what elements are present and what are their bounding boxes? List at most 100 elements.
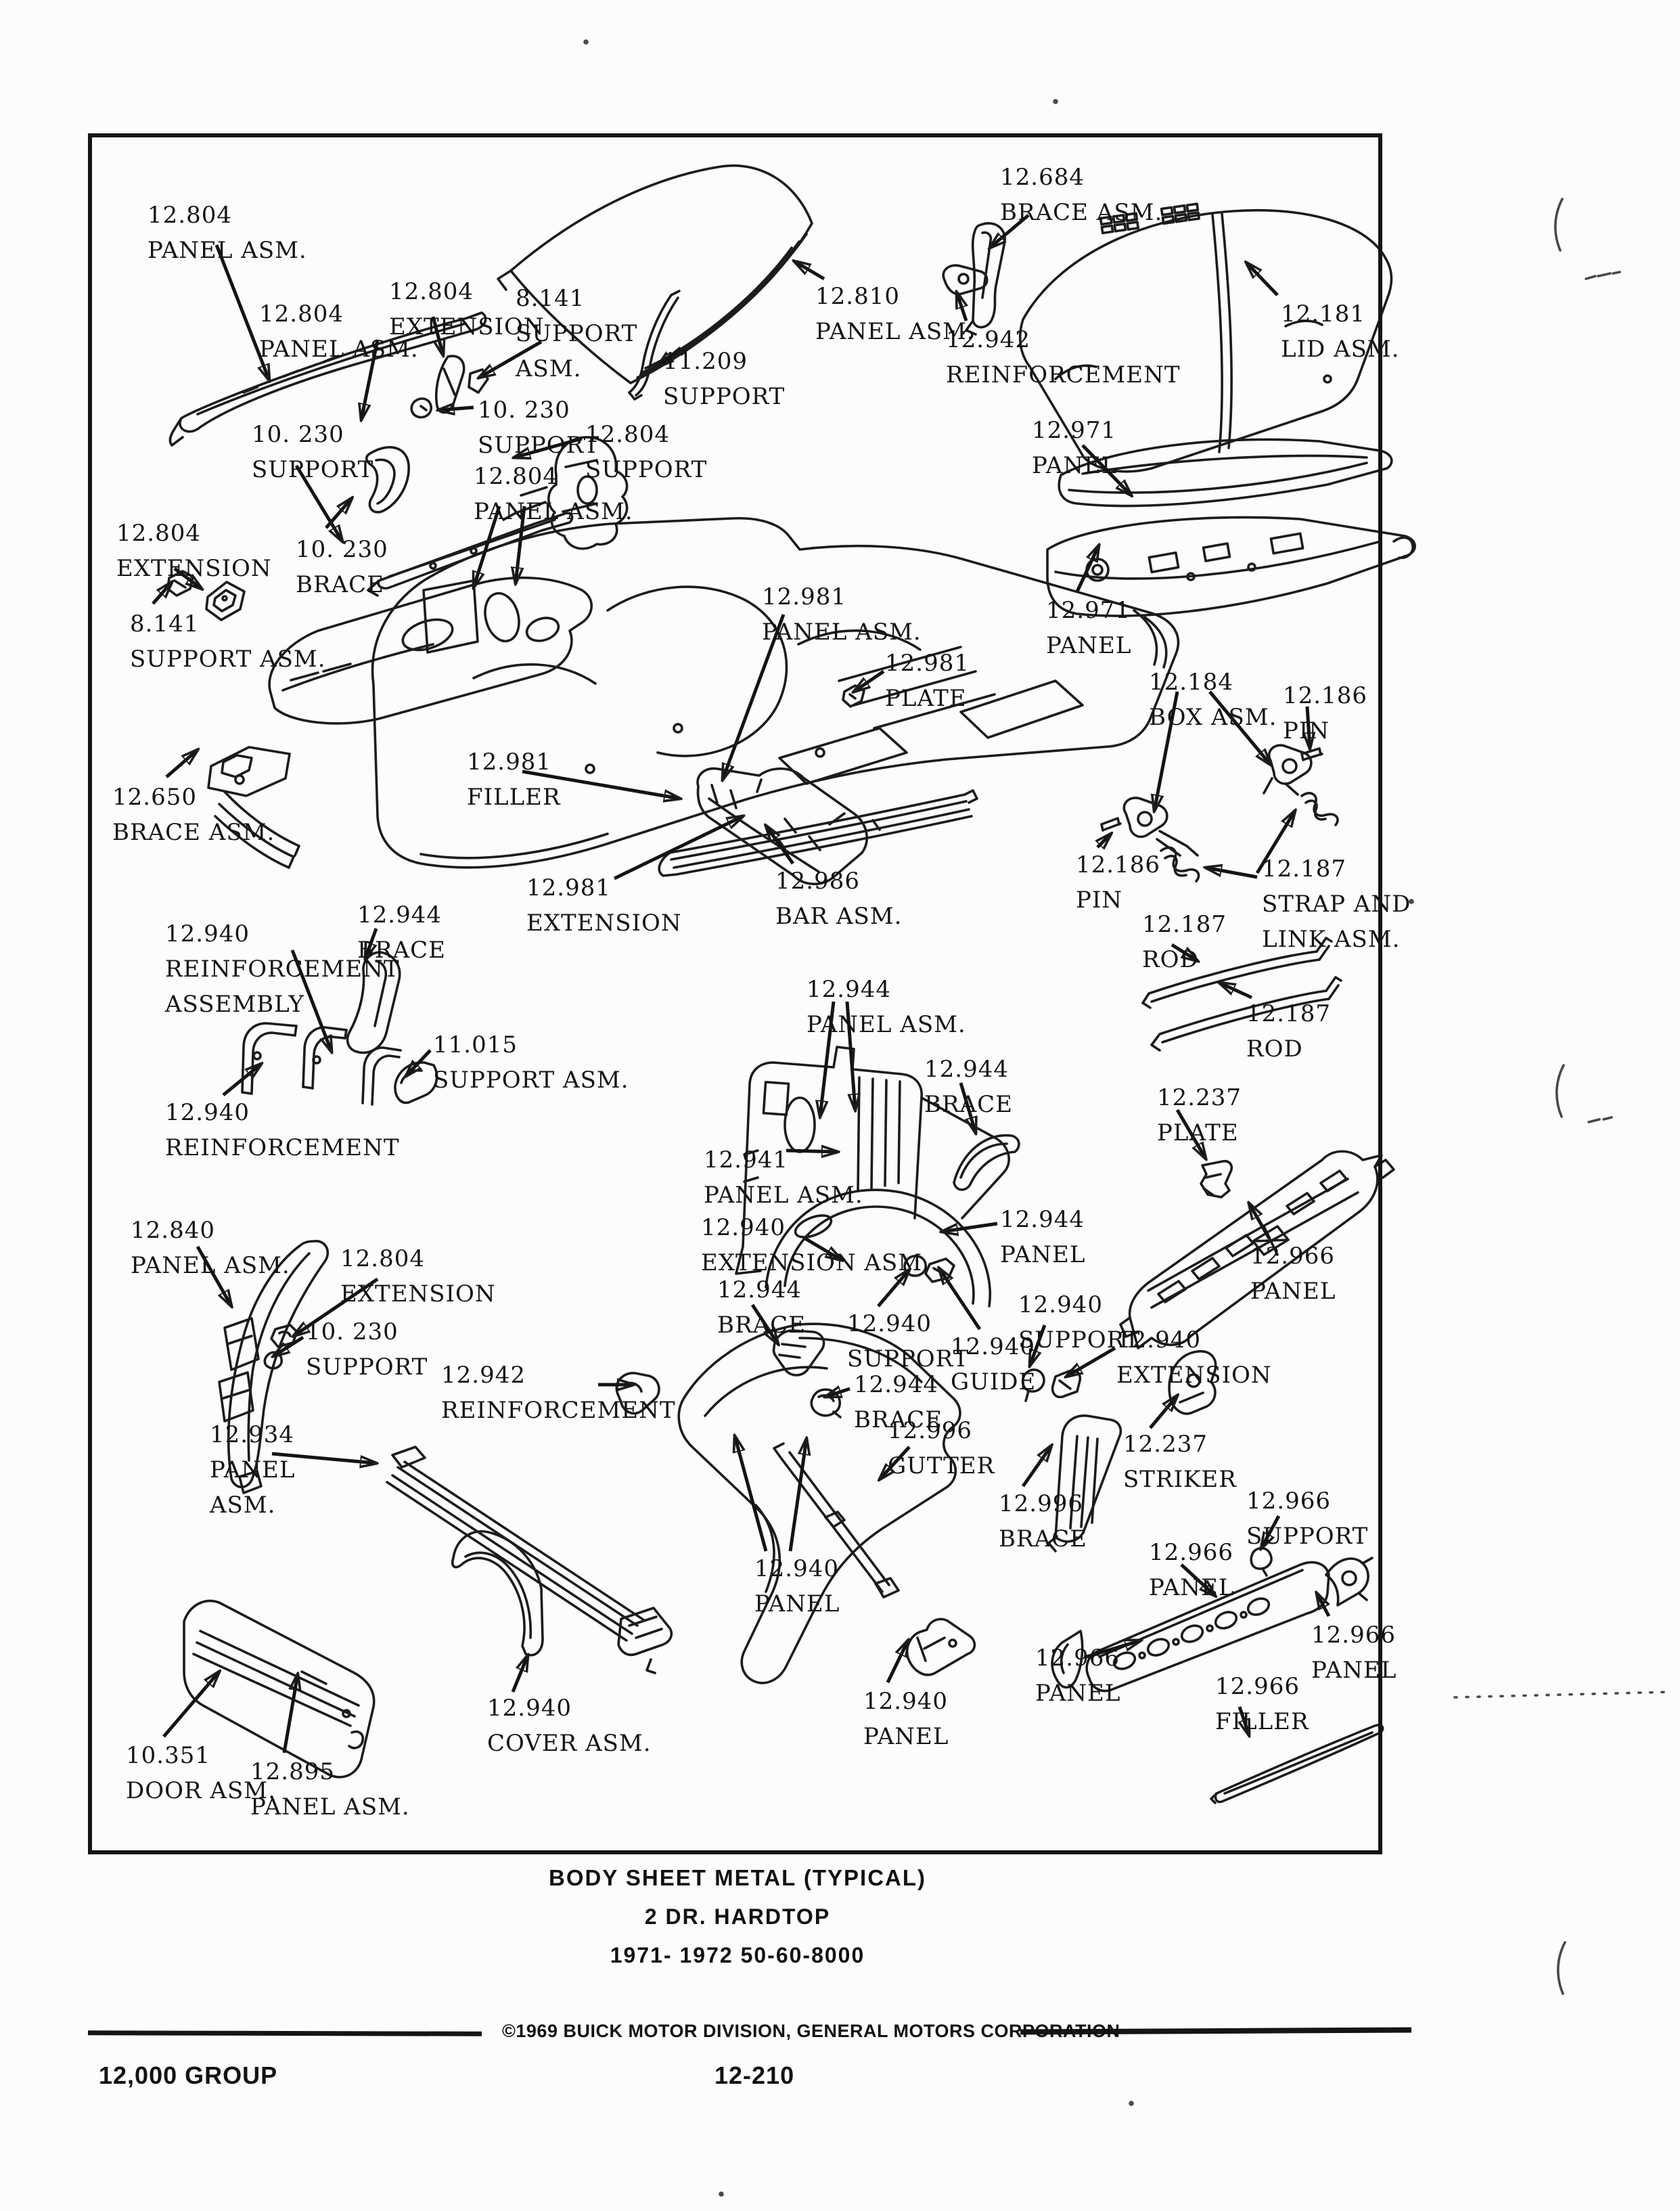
part-label-line: 11.209 xyxy=(663,348,748,375)
part-label-line: EXTENSION ASM. xyxy=(701,1249,930,1276)
part-label-line: PIN xyxy=(1076,887,1123,914)
leader-arrow xyxy=(271,1452,376,1463)
part-label-line: SUPPORT xyxy=(1246,1523,1369,1550)
part-label-line: FILLER xyxy=(467,784,561,811)
part-label-line: 12.966 xyxy=(1311,1622,1396,1649)
part-label-line: LID ASM. xyxy=(1281,336,1400,363)
part-label-line: REINFORCEMENT xyxy=(165,1134,400,1161)
part-label-line: BRACE xyxy=(999,1525,1087,1553)
leader-arrow xyxy=(152,582,172,605)
leader-arrow xyxy=(788,1439,807,1552)
part-label-line: ASM. xyxy=(516,355,582,382)
part-label-line: SUPPORT ASM. xyxy=(130,646,326,673)
part-label-line: PANEL ASM. xyxy=(762,619,922,646)
part-label-line: BRACE xyxy=(357,937,446,964)
part-strap-left xyxy=(1160,846,1200,883)
part-label-line: REINFORCEMENT xyxy=(946,361,1181,388)
leader-arrow xyxy=(1081,444,1131,495)
diagram-title: BODY SHEET METAL (TYPICAL) xyxy=(548,1865,927,1890)
part-label-line: 12.940 xyxy=(165,1099,250,1126)
leader-arrow xyxy=(658,347,682,367)
leader-arrow xyxy=(1021,1446,1051,1488)
part-label-line: SUPPORT xyxy=(306,1354,428,1381)
part-label-line: 12.966 xyxy=(1246,1488,1331,1515)
part-label-line: 12.181 xyxy=(1281,300,1365,328)
part-label-line: PANEL ASM. xyxy=(250,1793,410,1821)
leader-arrow xyxy=(880,1446,911,1479)
part-label-line: 12.940 xyxy=(1116,1326,1201,1354)
part-label-line: PANEL ASM. xyxy=(259,336,419,363)
part-label-line: GUTTER xyxy=(888,1452,995,1479)
part-label-line: PANEL ASM. xyxy=(147,237,307,264)
part-label-line: 12.981 xyxy=(885,650,970,677)
leader-arrow xyxy=(766,826,795,865)
part-label-line: PANEL xyxy=(1032,452,1118,479)
part-label-line: SUPPORT xyxy=(585,456,708,483)
part-plate-12237 xyxy=(1200,1159,1233,1199)
part-label-line: 12.684 xyxy=(1000,164,1085,191)
part-label-line: PANEL ASM. xyxy=(807,1011,966,1038)
copyright-line: ©1969 BUICK MOTOR DIVISION, GENERAL MOTO… xyxy=(502,2021,1120,2041)
leader-arrow xyxy=(273,1335,304,1356)
part-label-line: 12.804 xyxy=(340,1245,425,1272)
part-cowl-top-panel xyxy=(168,311,487,447)
part-label-line: PANEL xyxy=(210,1456,296,1483)
part-label-line: 12.804 xyxy=(259,300,344,328)
leader-arrow xyxy=(1261,1515,1281,1548)
part-label-line: STRIKER xyxy=(1123,1466,1237,1493)
leader-arrows xyxy=(152,214,1331,1754)
part-a-pillar-panel xyxy=(218,1240,330,1494)
part-label-line: 12.810 xyxy=(815,283,900,310)
part-label-line: 12.940 xyxy=(847,1310,932,1337)
title-block: BODY SHEET METAL (TYPICAL) 2 DR. HARDTOP… xyxy=(433,1865,1042,1968)
part-label-line: STRAP AND xyxy=(1262,891,1411,918)
part-floor-pan-assembly xyxy=(371,516,1180,869)
part-brace-12650 xyxy=(207,746,300,869)
part-quarter-inner-assembly xyxy=(735,1046,1010,1308)
part-label-line: PLATE xyxy=(1157,1119,1239,1146)
part-label-line: GUIDE xyxy=(951,1368,1037,1395)
part-label-line: PANEL ASM. xyxy=(474,498,633,525)
part-label-line: 12.804 xyxy=(389,278,474,305)
part-gutter-12996 xyxy=(773,1442,900,1599)
part-label-line: 12.940 xyxy=(487,1695,572,1722)
leader-arrow xyxy=(804,1236,842,1260)
leader-arrow xyxy=(516,506,526,583)
leader-arrow xyxy=(479,340,543,378)
diagram-model-years: 1971- 1972 50-60-8000 xyxy=(610,1943,865,1967)
part-cowl-side-panel xyxy=(268,576,593,725)
part-pin-left xyxy=(1100,817,1122,832)
part-shelf-panel-upper xyxy=(1058,438,1393,508)
part-label-line: ROD xyxy=(1142,946,1199,973)
leader-arrow xyxy=(1171,943,1198,961)
part-label-line: 12.940 xyxy=(701,1214,786,1241)
leader-arrow xyxy=(750,1303,778,1344)
part-label-line: EXTENSION xyxy=(340,1280,496,1308)
part-label-line: 12.186 xyxy=(1076,851,1160,878)
part-label-line: 10. 230 xyxy=(252,421,344,448)
leader-arrow xyxy=(406,1049,432,1076)
leader-arrow xyxy=(1154,691,1179,811)
